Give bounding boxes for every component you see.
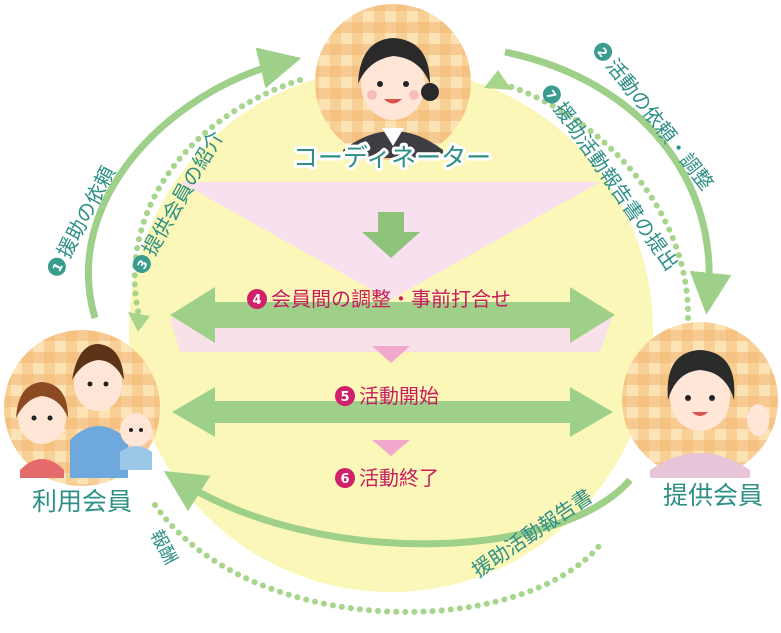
provider-member-label-outline: 提供会員 (663, 481, 763, 510)
double-arrow-5 (172, 387, 613, 437)
step-4-number: 4 (252, 293, 261, 308)
user-family-avatar (4, 330, 160, 486)
coordinator-label: コーディネーター (293, 143, 491, 172)
arrow-7-head (484, 70, 512, 90)
step-6-text: 活動終了 (359, 466, 439, 490)
user-member-label: 利用会員 (32, 487, 132, 516)
step-6-label: 6 活動終了 (335, 466, 439, 490)
arrow-2-arc (504, 48, 732, 315)
arrow-reward-dotted (152, 502, 603, 615)
arrow-report-arc (163, 471, 633, 548)
step-6-number: 6 (340, 472, 349, 487)
step-5-label: 5 活動開始 (335, 384, 439, 408)
arrow-3-dotted (131, 77, 303, 323)
step-5-number: 5 (340, 390, 349, 405)
pink-down-arrow-1 (372, 346, 410, 363)
double-arrow-4 (170, 287, 615, 343)
coordinator-label-fill: コーディネーター (293, 143, 491, 172)
step-4-label: 4 会員間の調整・事前打合せ (247, 287, 511, 311)
step-1-text: 援助の依頼 (52, 162, 120, 262)
arrow-7-dotted (487, 77, 692, 321)
step-1-label: 1 援助の依頼 (47, 162, 120, 276)
step-5-text: 活動開始 (359, 384, 439, 408)
arrow-3-head (128, 312, 150, 332)
arrow-1-arc (85, 47, 302, 319)
coordinator-avatar (315, 4, 471, 160)
pink-down-arrow-2 (372, 440, 410, 456)
provider-member-label: 提供会員 (663, 481, 763, 510)
user-member-label-outline: 利用会員 (32, 487, 132, 516)
provider-avatar (622, 322, 778, 478)
step-4-text: 会員間の調整・事前打合せ (271, 287, 511, 311)
down-arrow-center (362, 212, 420, 258)
